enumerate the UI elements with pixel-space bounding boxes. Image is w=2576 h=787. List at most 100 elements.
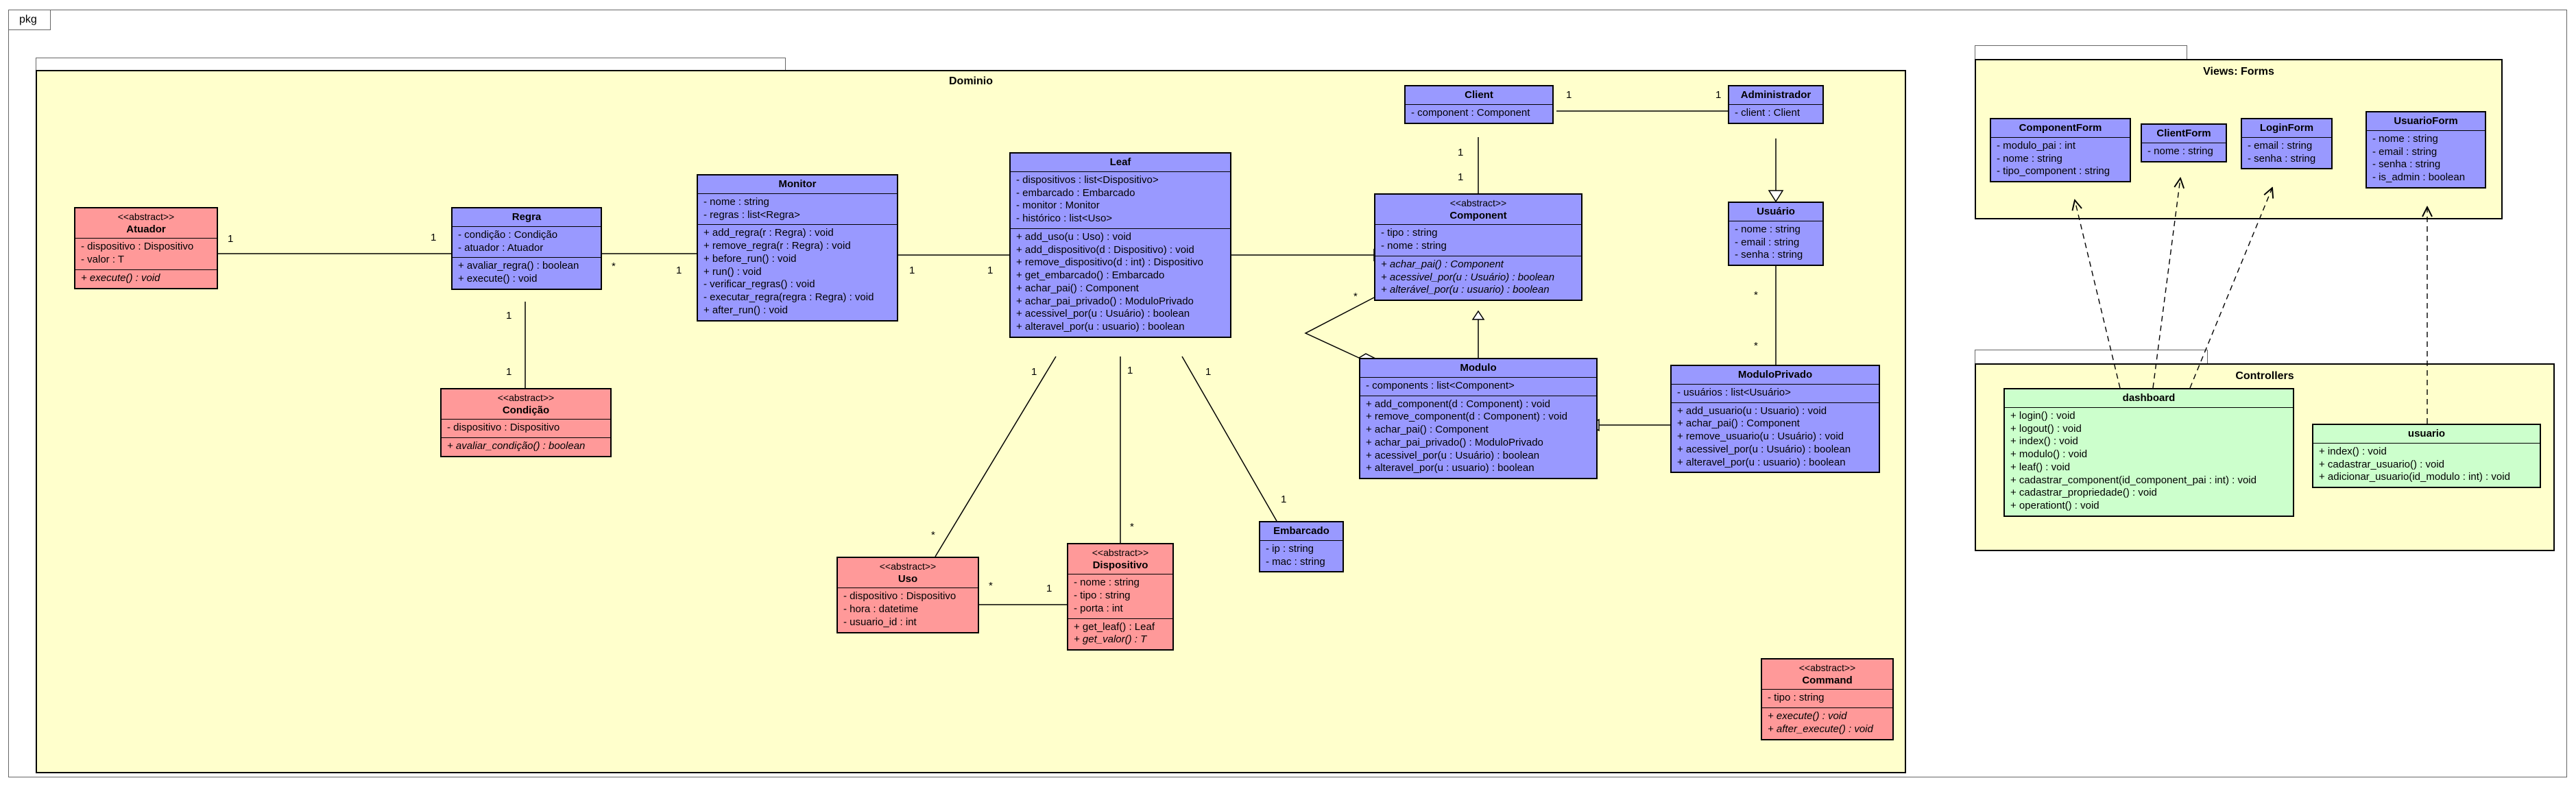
class-dashboard[interactable]: dashboard + login() : void+ logout() : vo… (2003, 388, 2294, 517)
class-stereotype: <<abstract>> (1449, 197, 1507, 208)
class-name: dashboard (2122, 392, 2176, 404)
class-attribute: - nome : string (1735, 223, 1801, 235)
class-method: + get_valor() : T (1074, 633, 1147, 646)
class-name: LoginForm (2259, 122, 2314, 134)
class-header: <<abstract>>Dispositivo (1068, 544, 1172, 575)
class-attribute: - dispositivo : Dispositivo (81, 241, 194, 253)
class-header: dashboard (2005, 389, 2293, 408)
package-title-dominio: Dominio (949, 75, 993, 87)
class-embarcado[interactable]: Embarcado- ip : string- mac : string (1259, 521, 1344, 573)
multiplicity-label: * (1130, 521, 1134, 533)
class-clientform[interactable]: ClientForm- nome : string (2141, 123, 2227, 162)
class-attributes-section: - client : Client (1729, 105, 1822, 123)
class-methods-section: + get_leaf() : Leaf+ get_valor() : T (1068, 619, 1172, 650)
class-attribute: - senha : string (2248, 152, 2316, 165)
class-modulo[interactable]: Modulo- components : list<Component>+ ad… (1359, 358, 1598, 479)
class-condicao[interactable]: <<abstract>>Condição- dispositivo : Disp… (440, 388, 612, 457)
class-attribute: - embarcado : Embarcado (1016, 186, 1135, 199)
class-command[interactable]: <<abstract>>Command - tipo : string + exec… (1761, 658, 1894, 740)
class-method: + add_usuario(u : Usuario) : void (1677, 404, 1827, 417)
class-attributes-section: - tipo : string- nome : string (1375, 225, 1581, 256)
multiplicity-label: 1 (1458, 147, 1464, 158)
class-name: usuario (2407, 428, 2446, 439)
class-method: + modulo() : void (2010, 448, 2088, 460)
class-client[interactable]: Client- component : Component (1404, 85, 1554, 124)
class-method: + acessivel_por(u : Usuário) : boolean (1677, 443, 1851, 455)
class-loginform[interactable]: LoginForm- email : string- senha : strin… (2241, 118, 2333, 170)
multiplicity-label: 1 (228, 233, 234, 245)
class-attributes-section: - dispositivo : Dispositivo- valor : T (75, 239, 217, 270)
class-methods-section: + achar_pai() : Component+ acessivel_por… (1375, 256, 1581, 300)
class-administrador[interactable]: Administrador - client : Client (1728, 85, 1824, 124)
package-tab-dominio (36, 58, 786, 71)
class-methods-section: + login() : void+ logout() : void+ index… (2005, 408, 2293, 516)
class-attribute: - tipo : string (1381, 227, 1438, 239)
class-method: + adicionar_usuario(id_modulo : int) : v… (2319, 471, 2510, 483)
class-leaf[interactable]: Leaf- dispositivos : list<Dispositivo>- … (1009, 152, 1231, 338)
package-tab-views (1975, 45, 2187, 60)
multiplicity-label: 1 (1127, 365, 1133, 376)
class-header: Modulo (1360, 359, 1596, 378)
class-attribute: - usuario_id : int (843, 616, 917, 628)
class-name: Administrador (1740, 89, 1811, 101)
class-name: ModuloPrivado (1737, 369, 1813, 380)
class-attribute: - dispositivo : Dispositivo (843, 590, 956, 603)
class-component[interactable]: <<abstract>>Component- tipo : string- no… (1374, 193, 1582, 301)
class-header: ModuloPrivado (1672, 366, 1879, 385)
class-method: + index() : void (2010, 435, 2078, 448)
class-uso[interactable]: <<abstract>>Uso - dispositivo : Dispositi… (836, 557, 979, 633)
class-attribute: - dispositivos : list<Dispositivo> (1016, 173, 1159, 186)
class-attribute: - tipo_component : string (1997, 165, 2110, 178)
class-stereotype: <<abstract>> (879, 561, 937, 572)
class-header: UsuarioForm (2367, 112, 2485, 131)
multiplicity-label: 1 (909, 265, 915, 276)
multiplicity-label: 1 (1205, 366, 1212, 378)
class-usuario[interactable]: Usuário- nome : string- email : string- … (1728, 202, 1824, 266)
class-atuador[interactable]: <<abstract>>Atuador- dispositivo : Dispo… (74, 207, 218, 289)
gen-arrowhead-admin (1768, 190, 1784, 203)
class-name: Usuário (1757, 206, 1795, 217)
class-header: Regra (453, 208, 601, 227)
class-name: ComponentForm (2019, 122, 2102, 134)
class-methods-section: + execute() : void+ after_execute() : vo… (1762, 708, 1892, 739)
class-regra[interactable]: Regra- condição : Condição- atuador : At… (451, 207, 602, 290)
multiplicity-label: * (612, 261, 616, 272)
class-method: + achar_pai_privado() : ModuloPrivado (1016, 295, 1194, 307)
class-attributes-section: - components : list<Component> (1360, 378, 1596, 396)
class-attribute: - mac : string (1266, 555, 1325, 568)
class-attribute: - email : string (1735, 236, 1800, 248)
class-method: + add_uso(u : Uso) : void (1016, 230, 1132, 243)
class-stereotype: <<abstract>> (497, 392, 555, 403)
class-header: Embarcado (1260, 522, 1343, 541)
class-method: + cadastrar_propriedade() : void (2010, 487, 2157, 499)
class-usuario-controller[interactable]: usuario+ index() : void+ cadastrar_usuar… (2312, 424, 2541, 488)
class-monitor[interactable]: Monitor- nome : string- regras : list<Re… (697, 174, 898, 322)
class-method: + execute() : void (458, 273, 538, 284)
class-attribute: - nome : string (2372, 132, 2438, 145)
class-attribute: - histórico : list<Uso> (1016, 213, 1113, 224)
multiplicity-label: 1 (1716, 89, 1722, 101)
class-usuarioform[interactable]: UsuarioForm- nome : string- email : stri… (2366, 111, 2486, 189)
class-name: Condição (502, 404, 550, 416)
multiplicity-label: 1 (1031, 366, 1037, 378)
class-attribute: - email : string (2372, 145, 2437, 158)
class-name: ClientForm (2156, 128, 2211, 139)
class-name: Uso (898, 572, 918, 585)
class-dispositivo[interactable]: <<abstract>>Dispositivo- nome : string- … (1067, 543, 1174, 651)
multiplicity-label: 1 (1458, 171, 1464, 183)
class-method: + achar_pai() : Component (1366, 424, 1489, 435)
class-method: + get_embarcado() : Embarcado (1016, 269, 1165, 281)
class-methods-section: + execute() : void (75, 270, 217, 288)
class-method: + acessivel_por(u : Usuário) : boolean (1381, 271, 1555, 283)
class-attribute: - tipo : string (1768, 692, 1825, 704)
class-componentform[interactable]: ComponentForm- modulo_pai : int- nome : … (1990, 118, 2131, 182)
class-method: + cadastrar_usuario() : void (2319, 458, 2445, 470)
package-title-controllers: Controllers (2235, 370, 2294, 382)
class-moduloprivado[interactable]: ModuloPrivado - usuários : list<Usuário> +… (1670, 365, 1880, 474)
multiplicity-label: 1 (1566, 89, 1572, 101)
class-method: + achar_pai() : Component (1677, 417, 1800, 430)
class-attribute: - usuários : list<Usuário> (1677, 386, 1791, 398)
class-method: + operationt() : void (2010, 500, 2099, 511)
class-method: + remove_usuario(u : Usuário) : void (1677, 431, 1844, 442)
class-header: <<abstract>>Command (1762, 659, 1892, 690)
